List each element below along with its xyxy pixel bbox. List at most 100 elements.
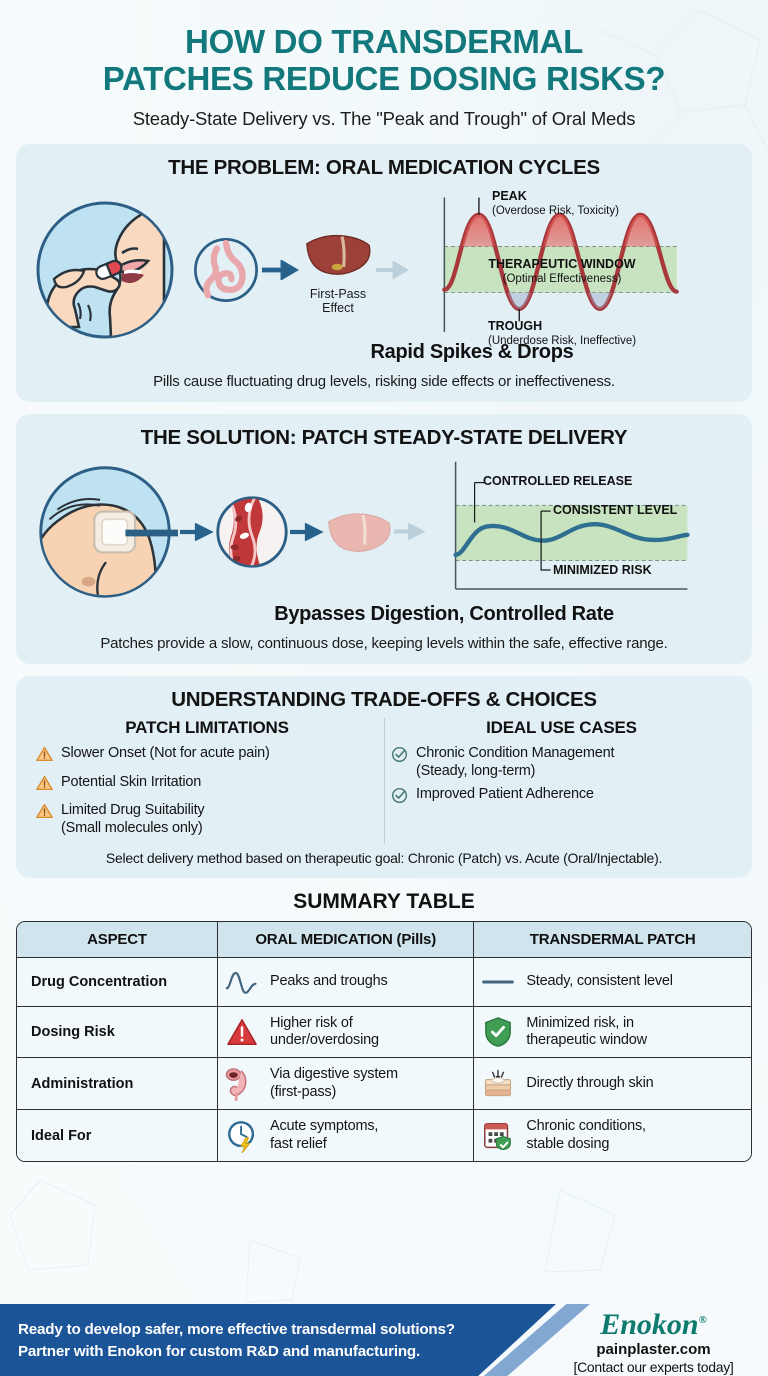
col-patch: TRANSDERMAL PATCH [473, 921, 751, 958]
row-oral-label: Acute symptoms, fast relief [270, 1118, 379, 1152]
patch-limitations-column: PATCH LIMITATIONS Slower Onset (Not for … [30, 718, 384, 844]
liver-icon: First-Pass Effect [302, 230, 374, 315]
brand-logo: Enokon® [551, 1310, 756, 1340]
page-title-line1: HOW DO TRANSDERMAL [185, 23, 583, 60]
list-item: Improved Patient Adherence [391, 786, 732, 810]
table-header-row: ASPECT ORAL MEDICATION (Pills) TRANSDERM… [17, 921, 751, 958]
row-aspect: Administration [17, 1058, 217, 1111]
peak-annotation: PEAK (Overdose Risk, Toxicity) [492, 189, 619, 218]
page-subtitle: Steady-State Delivery vs. The "Peak and … [132, 107, 636, 129]
row-oral-label: Peaks and troughs [270, 972, 388, 989]
footer-brand-block: Enokon® painplaster.com [Contact our exp… [551, 1310, 756, 1376]
patch-limitations-title: PATCH LIMITATIONS [125, 717, 289, 737]
row-aspect: Dosing Risk [17, 1006, 217, 1059]
arrow-right-icon-grey [394, 523, 428, 545]
list-item-label: Potential Skin Irritation [61, 773, 202, 790]
stomach-icon [190, 234, 262, 311]
problem-note: Pills cause fluctuating drug levels, ris… [153, 372, 615, 390]
section-solution: THE SOLUTION: PATCH STEADY-STATE DELIVER… [16, 413, 752, 664]
red-warning-triangle-icon [224, 1017, 260, 1047]
list-item: Limited Drug Suitability (Small molecule… [36, 802, 378, 837]
problem-flow-row: First-Pass Effect [30, 186, 738, 359]
footer: Ready to develop safer, more effective t… [0, 1304, 768, 1376]
section-tradeoffs-heading: UNDERSTANDING TRADE-OFFS & CHOICES [171, 687, 597, 711]
list-item-label: Improved Patient Adherence [416, 786, 594, 803]
arrow-right-icon-grey [376, 260, 412, 284]
stomach-icon [224, 1067, 260, 1101]
table-row: Administration Via digestive system (fir… [17, 1058, 751, 1111]
brand-name: Enokon [600, 1308, 699, 1341]
footer-banner [0, 1304, 556, 1376]
minimized-risk-annotation: MINIMIZED RISK [553, 562, 652, 577]
row-oral: Peaks and troughs [217, 957, 474, 1007]
therapeutic-window-annotation: THERAPEUTIC WINDOW (Optimal Effectivenes… [450, 257, 674, 287]
footer-cta-line1: Ready to develop safer, more effective t… [18, 1321, 455, 1338]
list-item-label: Chronic Condition Management (Steady, lo… [416, 744, 615, 779]
brand-contact[interactable]: [Contact our experts today] [573, 1359, 734, 1375]
arrow-right-icon [290, 522, 324, 546]
section-solution-heading: THE SOLUTION: PATCH STEADY-STATE DELIVER… [140, 425, 628, 449]
solution-caption: Bypasses Digestion, Controlled Rate [274, 602, 614, 625]
ideal-use-cases-title: IDEAL USE CASES [486, 717, 637, 737]
summary-table-title: SUMMARY TABLE [293, 889, 475, 913]
list-item: Slower Onset (Not for acute pain) [36, 745, 378, 768]
col-oral: ORAL MEDICATION (Pills) [217, 921, 474, 958]
page-title-line2: PATCHES REDUCE DOSING RISKS? [102, 59, 666, 97]
solution-note: Patches provide a slow, continuous dose,… [100, 634, 668, 652]
warning-triangle-icon [36, 775, 54, 797]
hand-pill-to-mouth-icon [30, 195, 180, 350]
row-patch-label: Minimized risk, in therapeutic window [526, 1014, 647, 1049]
wave-line-icon [224, 966, 260, 998]
arrow-right-icon [180, 522, 214, 546]
trough-annotation: TROUGH (Underdose Risk, Ineffective) [488, 319, 636, 348]
clock-bolt-icon [224, 1119, 260, 1153]
check-circle-icon [391, 787, 409, 810]
row-oral: Higher risk of under/overdosing [217, 1006, 474, 1059]
trough-label: TROUGH [488, 318, 543, 333]
brand-url[interactable]: painplaster.com [596, 1341, 711, 1358]
list-item: Potential Skin Irritation [36, 774, 378, 797]
row-oral: Via digestive system (first-pass) [217, 1058, 474, 1111]
shoulder-with-patch-icon [30, 459, 180, 610]
oral-peak-trough-chart: PEAK (Overdose Risk, Toxicity) THERAPEUT… [414, 186, 738, 359]
row-patch: Minimized risk, in therapeutic window [473, 1006, 751, 1059]
consistent-level-annotation: CONSISTENT LEVEL [553, 502, 678, 517]
warning-triangle-icon [36, 803, 54, 825]
arrow-right-icon [262, 259, 302, 285]
footer-cta-line2: Partner with Enokon for custom R&D and m… [18, 1342, 421, 1360]
list-item: Chronic Condition Management (Steady, lo… [391, 745, 732, 780]
list-item-label: Slower Onset (Not for acute pain) [61, 744, 270, 761]
trough-sublabel: (Underdose Risk, Ineffective) [488, 334, 637, 347]
therapeutic-window-sublabel: (Optimal Effectiveness) [502, 273, 622, 286]
controlled-release-annotation: CONTROLLED RELEASE [483, 473, 633, 488]
table-row: Drug Concentration Peaks and troughs [17, 957, 751, 1007]
problem-caption: Rapid Spikes & Drops [370, 340, 574, 363]
blood-vessel-icon [214, 494, 290, 575]
solution-flow-row: CONTROLLED RELEASE CONSISTENT LEVEL MINI… [30, 456, 738, 613]
footer-cta: Ready to develop safer, more effective t… [18, 1319, 455, 1362]
tradeoffs-columns: PATCH LIMITATIONS Slower Onset (Not for … [30, 717, 738, 844]
ideal-use-cases-column: IDEAL USE CASES Chronic Condition Manage… [384, 717, 738, 844]
warning-triangle-icon [36, 746, 54, 768]
row-patch-label: Directly through skin [526, 1075, 654, 1092]
registered-mark: ® [698, 1314, 707, 1326]
row-oral-label: Via digestive system (first-pass) [270, 1066, 398, 1100]
therapeutic-window-label: THERAPEUTIC WINDOW [488, 256, 636, 271]
check-circle-icon [391, 746, 409, 769]
row-oral-label: Higher risk of under/overdosing [270, 1014, 379, 1049]
row-patch: Steady, consistent level [473, 957, 751, 1007]
section-problem: THE PROBLEM: ORAL MEDICATION CYCLES [16, 143, 752, 402]
col-aspect: ASPECT [17, 921, 217, 958]
page-header: HOW DO TRANSDERMAL PATCHES REDUCE DOSING… [0, 0, 768, 130]
section-problem-heading: THE PROBLEM: ORAL MEDICATION CYCLES [168, 155, 600, 179]
summary-table: ASPECT ORAL MEDICATION (Pills) TRANSDERM… [16, 920, 752, 1162]
straight-line-icon [480, 973, 516, 991]
row-patch-label: Chronic conditions, stable dosing [526, 1118, 646, 1152]
section-tradeoffs: UNDERSTANDING TRADE-OFFS & CHOICES PATCH… [16, 675, 752, 878]
row-aspect: Ideal For [17, 1110, 217, 1161]
calendar-check-icon [480, 1119, 516, 1153]
row-oral: Acute symptoms, fast relief [217, 1110, 474, 1161]
row-patch: Chronic conditions, stable dosing [473, 1110, 751, 1161]
table-row: Ideal For Acute symptoms, fast relief [17, 1110, 751, 1161]
